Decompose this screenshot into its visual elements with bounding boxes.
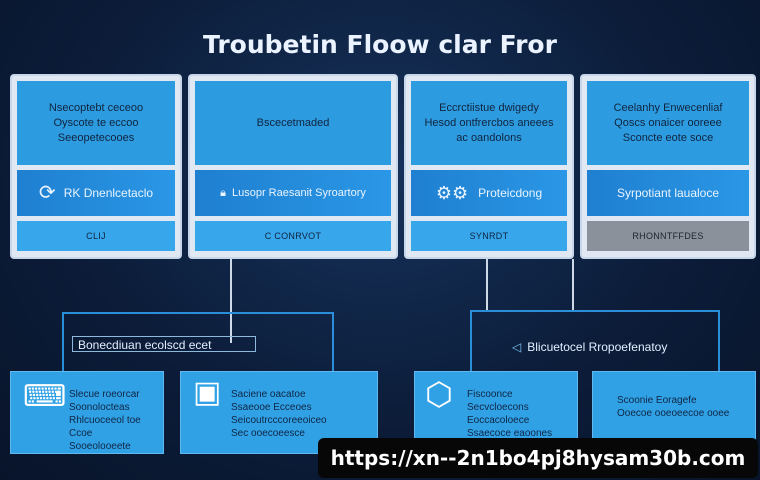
frame-1-label: Bonecdiuan ecolscd ecet [78,338,212,352]
flow-card-2: Bscecetmaded 🔒︎ Lusopr Raesanit Syroarto… [188,74,398,259]
card-2-action[interactable]: 🔒︎ Lusopr Raesanit Syroartory [195,170,391,216]
connector-line-1 [230,259,232,343]
card-4-footer: RHONNTFFDES [587,221,749,251]
card-3-action[interactable]: ⚙⚙ Proteicdong [411,170,567,216]
lock-icon: 🔒︎ [220,186,226,199]
gear-icon: ⚙⚙ [435,182,469,203]
device-icon: ▣ [193,376,222,409]
frame-1-label-box [72,336,256,352]
group-frame-1 [62,312,334,372]
laptop-icon: ⌨ [23,380,67,413]
connector-line-2 [486,259,488,311]
cycle-icon: ⟳ [38,181,56,204]
connector-line-3 [572,259,574,311]
diagnostic-icon: ⬡ [425,376,453,412]
card-1-action[interactable]: ⟳ RK Dnenlcetaclo [17,170,175,216]
url-banner[interactable]: https://xn--2n1bo4pj8hysam30b.com [318,438,758,478]
frame-2-label: ◁Blicuetocel Rropoefenatoy [512,340,668,354]
card-3-footer: SYNRDT [411,221,567,251]
card-1-footer: CLIJ [17,221,175,251]
diagram-title: Troubetin Floow clar Fror [203,30,557,59]
group-frame-2 [470,310,720,372]
card-2-footer: C CONRVOT [195,221,391,251]
card-4-action[interactable]: Syrpotiant laualoce [587,170,749,216]
chevron-icon: ◁ [512,340,522,354]
card-2-description: Bscecetmaded [195,81,391,165]
